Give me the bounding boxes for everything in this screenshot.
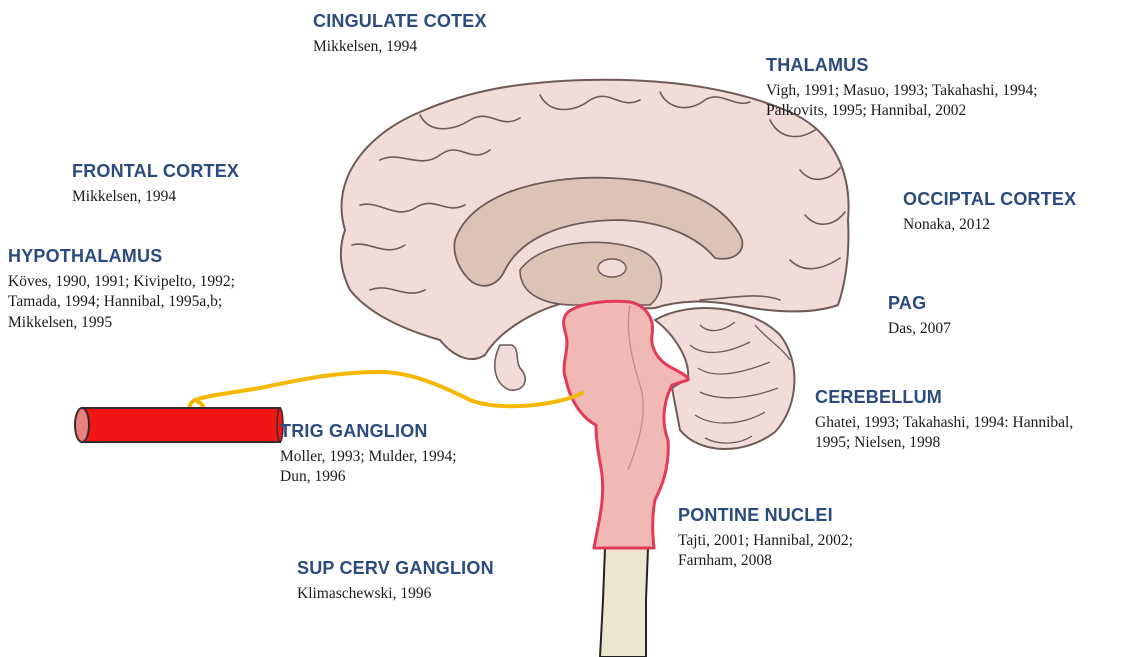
label-frontal: FRONTAL CORTEX Mikkelsen, 1994 <box>72 160 239 207</box>
label-title: TRIG GANGLION <box>280 420 457 443</box>
reference-line: Tamada, 1994; Hannibal, 1995a,b; <box>8 292 235 313</box>
reference-line: Farnham, 2008 <box>678 551 853 572</box>
reference-line: Mikkelsen, 1995 <box>8 313 235 334</box>
reference-line: Klimaschewski, 1996 <box>297 584 494 605</box>
reference-line: Mikkelsen, 1994 <box>72 187 239 208</box>
label-title: OCCIPTAL CORTEX <box>903 188 1076 211</box>
reference-line: Dun, 1996 <box>280 467 457 488</box>
label-references: Nonaka, 2012 <box>903 215 1076 236</box>
brainstem <box>564 301 689 548</box>
label-title: HYPOTHALAMUS <box>8 245 235 268</box>
reference-line: Vigh, 1991; Masuo, 1993; Takahashi, 1994… <box>766 81 1038 102</box>
label-sup-cerv-ganglion: SUP CERV GANGLION Klimaschewski, 1996 <box>297 557 494 604</box>
label-title: FRONTAL CORTEX <box>72 160 239 183</box>
reference-line: Ghatei, 1993; Takahashi, 1994: Hannibal, <box>815 413 1073 434</box>
reference-line: Moller, 1993; Mulder, 1994; <box>280 447 457 468</box>
reference-line: Tajti, 2001; Hannibal, 2002; <box>678 531 853 552</box>
label-references: Das, 2007 <box>888 319 951 340</box>
pituitary <box>495 345 525 390</box>
reference-line: Mikkelsen, 1994 <box>313 37 487 58</box>
reference-line: Nonaka, 2012 <box>903 215 1076 236</box>
label-hypothalamus: HYPOTHALAMUS Köves, 1990, 1991; Kivipelt… <box>8 245 235 334</box>
reference-line: Palkovits, 1995; Hannibal, 2002 <box>766 101 1038 122</box>
ventricle <box>598 259 626 277</box>
label-title: THALAMUS <box>766 54 1038 77</box>
label-thalamus: THALAMUS Vigh, 1991; Masuo, 1993; Takaha… <box>766 54 1038 122</box>
reference-line: 1995; Nielsen, 1998 <box>815 433 1073 454</box>
label-title: SUP CERV GANGLION <box>297 557 494 580</box>
label-title: PAG <box>888 292 951 315</box>
label-references: Köves, 1990, 1991; Kivipelto, 1992; Tama… <box>8 272 235 335</box>
label-cerebellum: CEREBELLUM Ghatei, 1993; Takahashi, 1994… <box>815 386 1073 454</box>
label-references: Mikkelsen, 1994 <box>72 187 239 208</box>
spinal-cord <box>600 548 648 657</box>
label-trig-ganglion: TRIG GANGLION Moller, 1993; Mulder, 1994… <box>280 420 457 488</box>
label-title: CINGULATE COTEX <box>313 10 487 33</box>
label-title: PONTINE NUCLEI <box>678 504 853 527</box>
label-occipital: OCCIPTAL CORTEX Nonaka, 2012 <box>903 188 1076 235</box>
label-references: Vigh, 1991; Masuo, 1993; Takahashi, 1994… <box>766 81 1038 123</box>
label-pontine: PONTINE NUCLEI Tajti, 2001; Hannibal, 20… <box>678 504 853 572</box>
label-references: Tajti, 2001; Hannibal, 2002; Farnham, 20… <box>678 531 853 573</box>
label-references: Klimaschewski, 1996 <box>297 584 494 605</box>
label-references: Moller, 1993; Mulder, 1994; Dun, 1996 <box>280 447 457 489</box>
reference-line: Köves, 1990, 1991; Kivipelto, 1992; <box>8 272 235 293</box>
label-references: Mikkelsen, 1994 <box>313 37 487 58</box>
label-references: Ghatei, 1993; Takahashi, 1994: Hannibal,… <box>815 413 1073 455</box>
label-title: CEREBELLUM <box>815 386 1073 409</box>
reference-line: Das, 2007 <box>888 319 951 340</box>
blood-vessel <box>75 408 283 442</box>
label-cingulate: CINGULATE COTEX Mikkelsen, 1994 <box>313 10 487 57</box>
label-pag: PAG Das, 2007 <box>888 292 951 339</box>
